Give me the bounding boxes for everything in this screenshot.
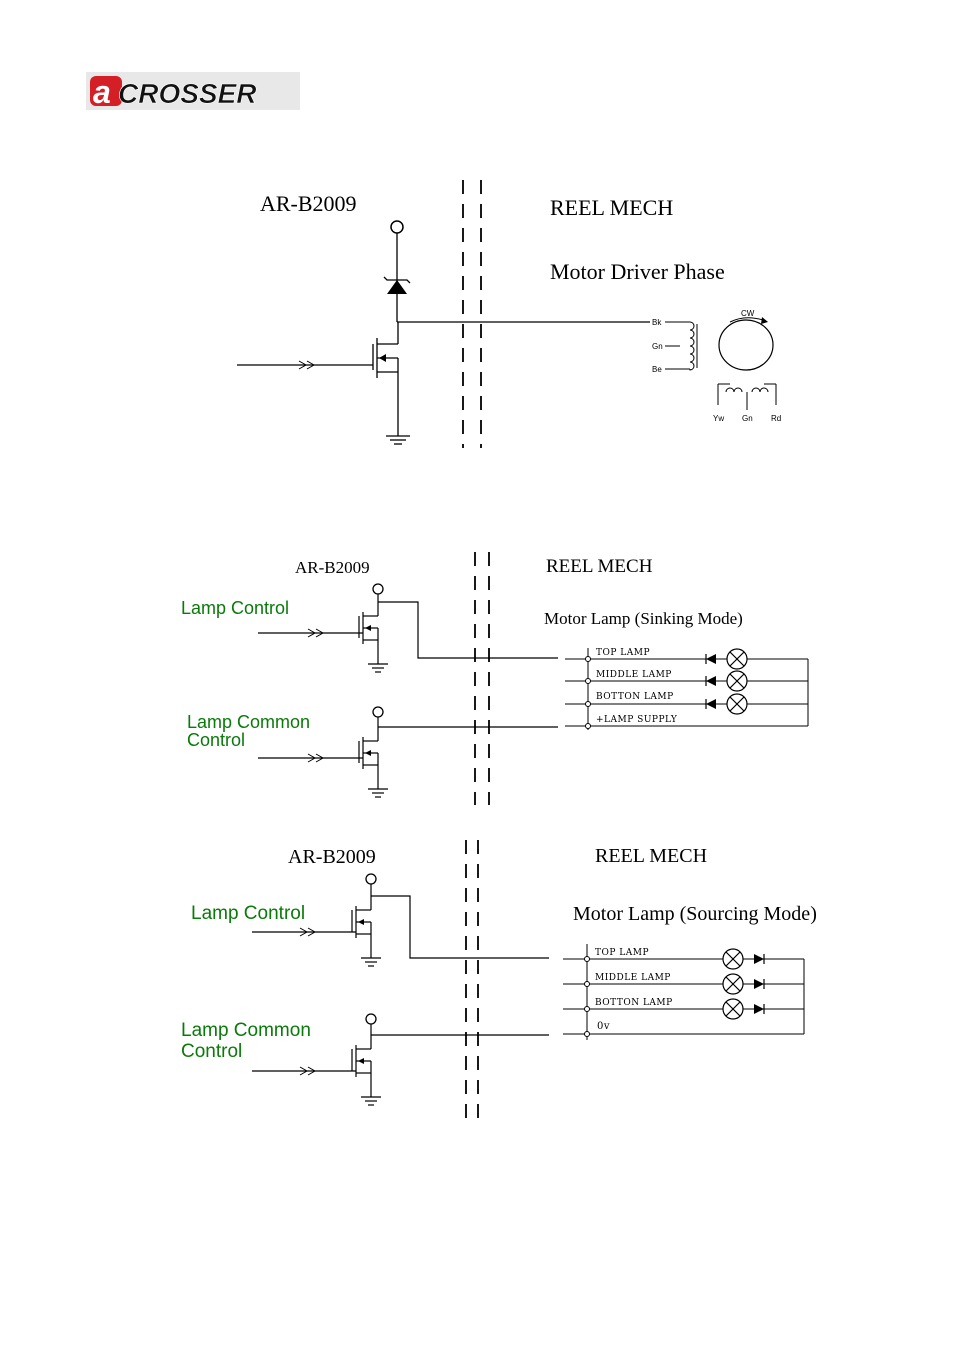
- diode-icon: [706, 654, 716, 664]
- lamp-control-mosfet: [358, 601, 389, 673]
- motor-coil: Bk Gn Be CW Yw Gn Rd: [652, 309, 781, 423]
- row-label-bottom-lamp: BOTTON LAMP: [596, 692, 674, 702]
- lamp-sourcing-diagram: AR-B2009 REEL MECH Motor Lamp (Sourcing …: [181, 840, 817, 1122]
- wire-label: Gn: [742, 414, 753, 423]
- row-label-zero-volt: 0v: [597, 1021, 610, 1032]
- supply-terminal: [391, 221, 403, 233]
- wire-label: Be: [652, 365, 662, 374]
- row-label-middle-lamp: MIDDLE LAMP: [595, 973, 671, 983]
- board-label: AR-B2009: [260, 191, 357, 216]
- diode-icon: [754, 954, 764, 964]
- logo-text: CROSSER: [118, 78, 257, 109]
- diagram-title: Motor Driver Phase: [550, 259, 725, 284]
- diode-icon: [706, 699, 716, 709]
- driver-mosfet: [372, 321, 411, 445]
- diode-icon: [754, 1004, 764, 1014]
- acrosser-logo: a CROSSER: [86, 72, 300, 110]
- diagram-title: Motor Lamp (Sinking Mode): [544, 609, 743, 628]
- lamp-common-label-line1: Lamp Common: [187, 712, 310, 732]
- lamp-common-label-line2: Control: [181, 1041, 242, 1062]
- lamp-common-label-line2: Control: [187, 730, 245, 750]
- wire-label: Gn: [652, 342, 663, 351]
- lamp-control-label: Lamp Control: [191, 903, 305, 924]
- wire-label: Rd: [771, 414, 781, 423]
- lamp-sinking-diagram: AR-B2009 REEL MECH Motor Lamp (Sinking M…: [181, 552, 808, 805]
- reel-mech-label: REEL MECH: [595, 845, 707, 867]
- diagram-title: Motor Lamp (Sourcing Mode): [573, 903, 817, 925]
- rotation-label: CW: [741, 309, 755, 318]
- diode-icon: [706, 676, 716, 686]
- wire-label: Yw: [713, 414, 724, 423]
- row-label-middle-lamp: MIDDLE LAMP: [596, 670, 672, 680]
- lamp-common-mosfet: [358, 726, 389, 798]
- row-label-top-lamp: TOP LAMP: [596, 648, 650, 658]
- lamp-control-wire: [378, 602, 558, 658]
- reel-mech-label: REEL MECH: [546, 556, 653, 577]
- lamp-control-mosfet: [351, 895, 382, 967]
- lamp-connector: TOP LAMP MIDDLE LAMP BOTTON LAMP 0v: [563, 944, 804, 1040]
- board-label: AR-B2009: [288, 846, 376, 868]
- lamp-control-wire: [371, 896, 549, 958]
- logo-mark: a: [93, 74, 111, 110]
- flyback-diode: [384, 277, 410, 294]
- diode-icon: [754, 979, 764, 989]
- lamp-common-mosfet: [351, 1034, 382, 1106]
- row-label-lamp-supply: +LAMP SUPPLY: [596, 715, 678, 725]
- lamp-common-label-line1: Lamp Common: [181, 1020, 311, 1041]
- row-label-top-lamp: TOP LAMP: [595, 948, 649, 958]
- motor-rotor: [719, 320, 773, 370]
- motor-driver-phase-diagram: AR-B2009 REEL MECH Motor Driver Phase Bk…: [237, 180, 781, 448]
- lamp-control-label: Lamp Control: [181, 598, 289, 618]
- board-label: AR-B2009: [295, 558, 370, 577]
- wire-label: Bk: [652, 318, 662, 327]
- lamp-connector: TOP LAMP MIDDLE LAMP BOTTON LAMP +LAMP S…: [565, 648, 808, 730]
- row-label-bottom-lamp: BOTTON LAMP: [595, 998, 673, 1008]
- reel-mech-label: REEL MECH: [550, 195, 673, 220]
